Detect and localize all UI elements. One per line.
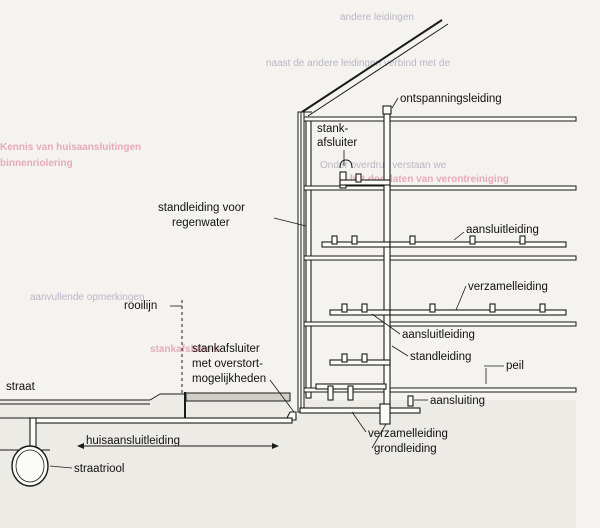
stench-trap-upper — [339, 159, 353, 169]
label-ontspanningsleiding: ontspanningsleiding — [400, 93, 502, 105]
label-straatriool: straatriool — [74, 463, 125, 475]
label-standleiding-regenwater-1: standleiding voor — [158, 202, 245, 214]
label-grondleiding: grondleiding — [374, 443, 437, 455]
street-sewer — [11, 445, 49, 487]
label-standleiding: standleiding — [410, 351, 471, 363]
ground — [0, 392, 576, 528]
label-straat: straat — [6, 381, 36, 393]
label-stankafsluiter-overstort-3: mogelijkheden — [192, 373, 266, 385]
branch-pipes — [315, 171, 567, 407]
label-aansluitleiding-top: aansluitleiding — [466, 224, 539, 236]
bg-text-4: het doorlaten van verontreiniging — [350, 174, 509, 185]
label-rooilijn: rooilijn — [124, 300, 157, 312]
bg-text-1: andere leidingen — [340, 12, 414, 23]
label-verzamelleiding-mid: verzamelleiding — [468, 281, 548, 293]
label-stankafsluiter-overstort-1: stankafsluiter — [192, 343, 260, 355]
bg-text-5: Kennis van huisaansluitingen — [0, 142, 141, 153]
main-stack — [382, 105, 392, 413]
label-peil: peil — [506, 360, 524, 372]
bg-text-3: Onder overdruk verstaan we — [320, 160, 447, 171]
bg-text-8: stankafsluiters — [150, 344, 221, 355]
bg-text-6: binnenriolering — [0, 158, 73, 169]
label-verzamelleiding-bottom: verzamelleiding — [368, 428, 448, 440]
bg-text-7: aanvullende opmerkingen — [30, 292, 145, 303]
label-standleiding-regenwater-2: regenwater — [172, 217, 230, 229]
label-aansluitleiding-mid: aansluitleiding — [402, 329, 475, 341]
facade-wall — [297, 111, 305, 413]
floor-slabs — [303, 116, 577, 393]
ground-pipes — [29, 403, 421, 449]
label-stankafsluiter-1: stank- — [317, 123, 348, 135]
label-aansluiting: aansluiting — [430, 395, 485, 407]
label-stankafsluiter-2: afsluiter — [317, 137, 357, 149]
label-huisaansluitleiding: huisaansluitleiding — [86, 435, 180, 447]
label-stankafsluiter-overstort-2: met overstort- — [192, 358, 263, 370]
labels: ontspanningsleiding stank- afsluiter sta… — [6, 93, 548, 475]
background-text: andere leidingen naast de andere leiding… — [0, 12, 509, 355]
bg-text-2: naast de andere leidingen verbind met de — [266, 58, 450, 69]
